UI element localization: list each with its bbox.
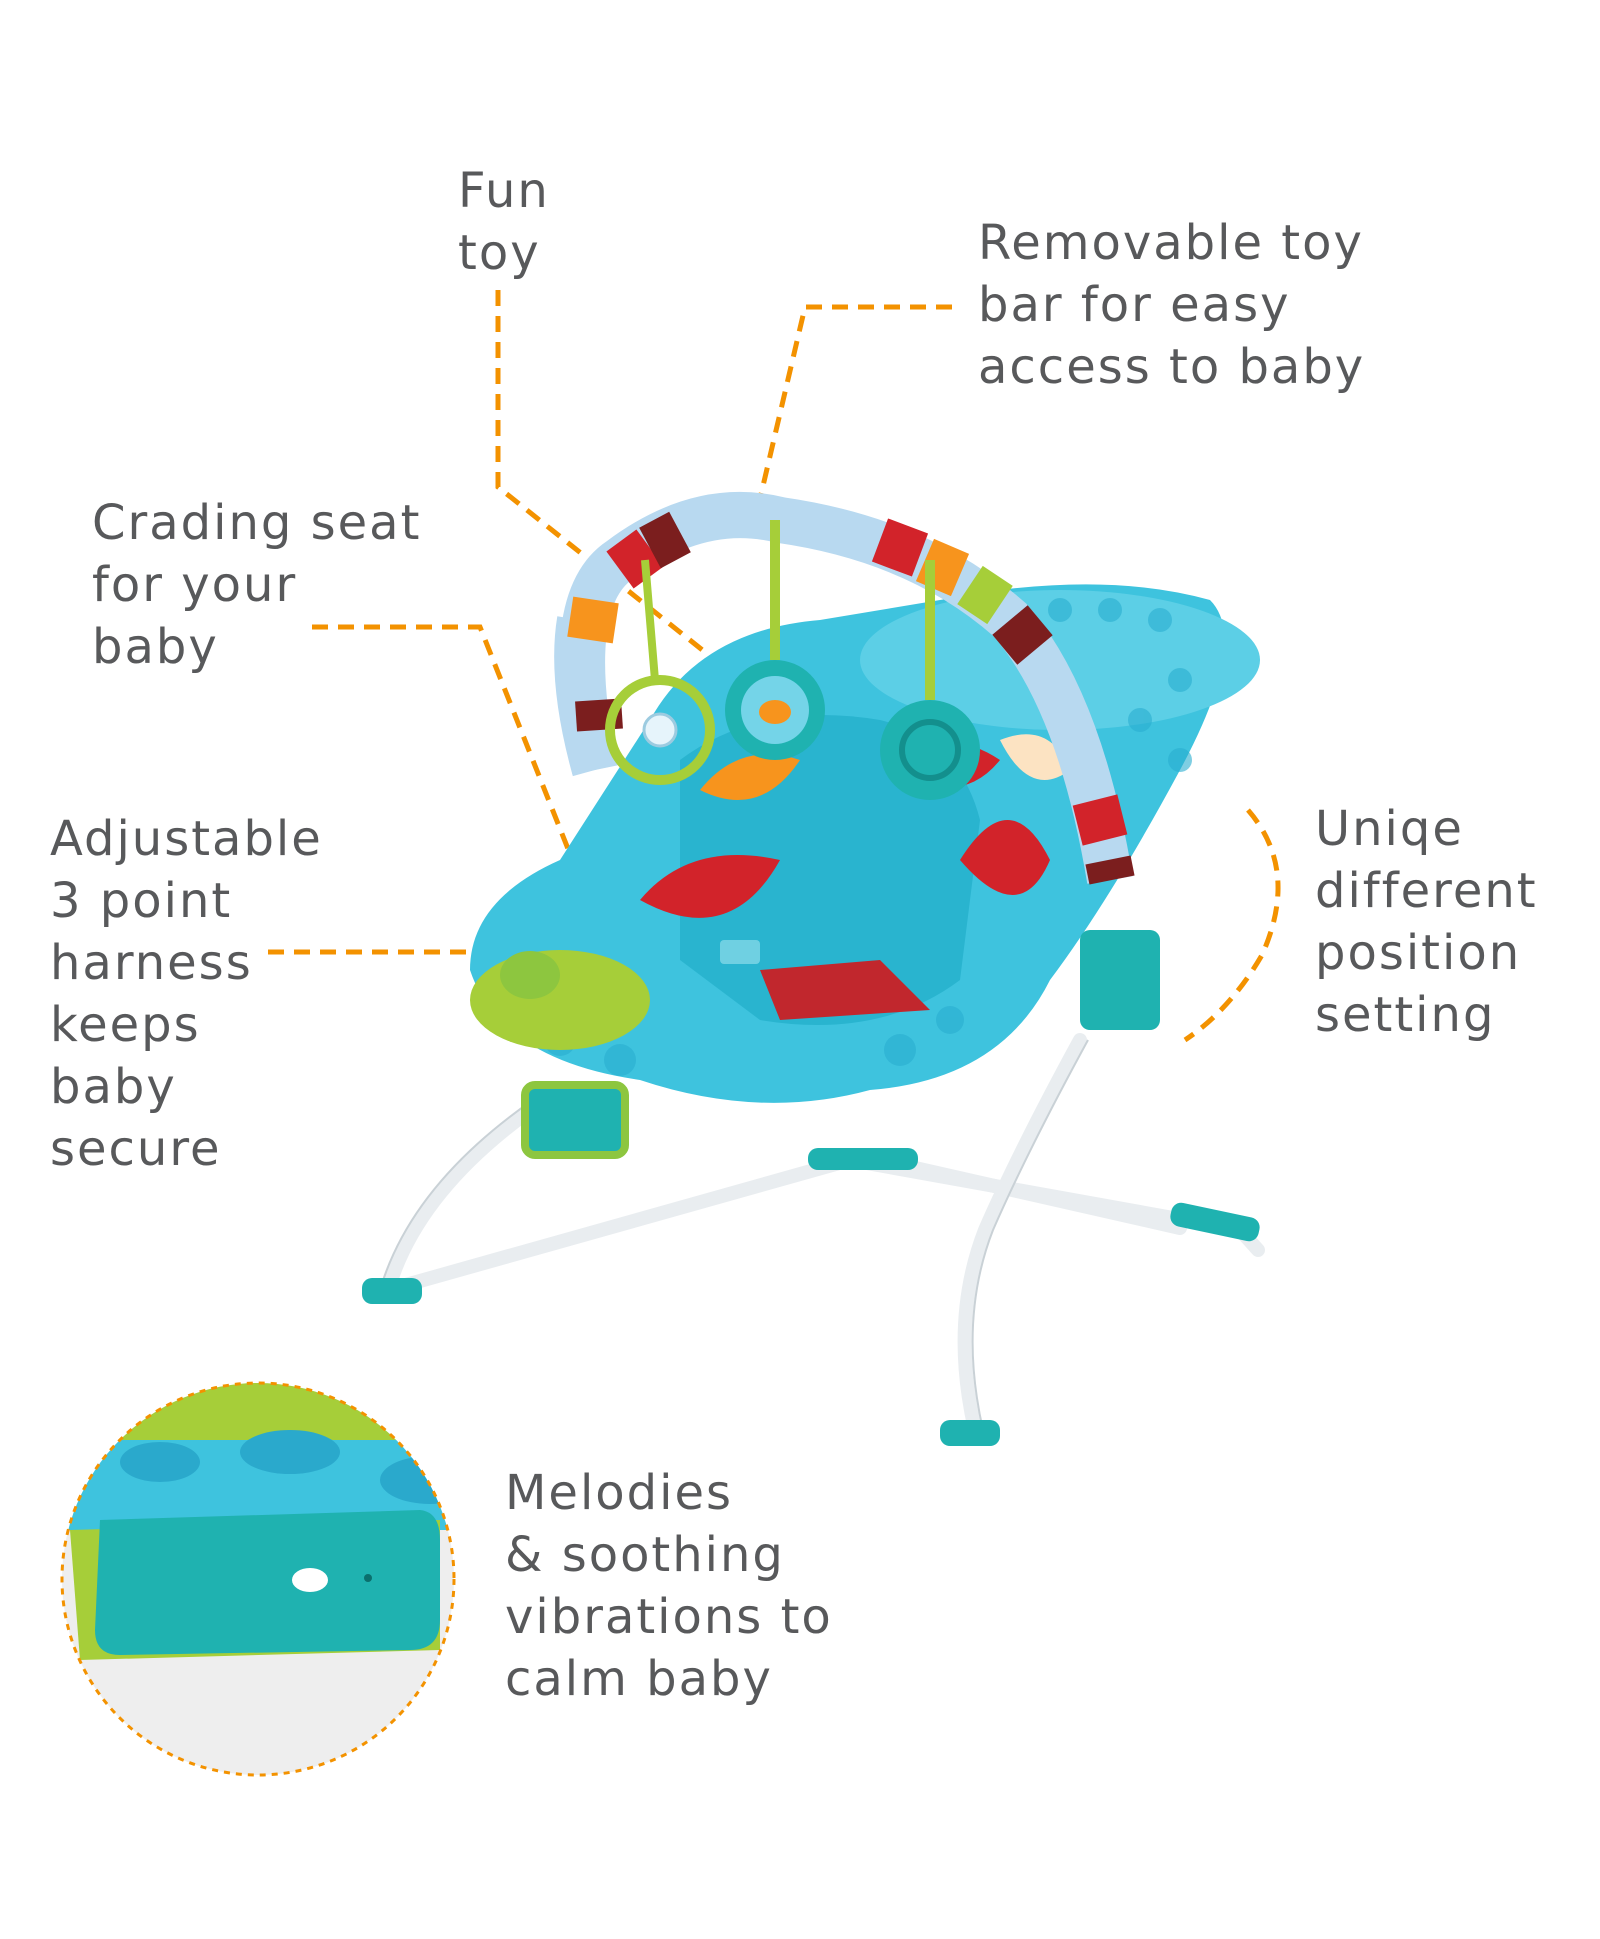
callout-fun-toy-line: Fun [458, 163, 550, 219]
callout-harness-line: baby [50, 1059, 177, 1115]
callout-seat: Crading seat for your baby [92, 492, 421, 678]
callout-seat-line: baby [92, 619, 219, 675]
callout-position-line: Uniqe [1315, 801, 1464, 857]
callout-toy-bar-line: access to baby [978, 339, 1366, 395]
detail-inset [60, 1381, 456, 1777]
callout-melodies-line: vibrations to [505, 1589, 833, 1645]
callout-harness-line: 3 point [50, 873, 233, 929]
callout-harness-line: harness [50, 935, 253, 991]
toy-bar [554, 492, 1135, 885]
callout-melodies-line: Melodies [505, 1465, 733, 1521]
callout-harness: Adjustable 3 point harness keeps baby se… [50, 808, 323, 1180]
leader-line-toy-bar [752, 304, 952, 521]
callout-position: Uniqe different position setting [1315, 798, 1538, 1046]
callout-position-line: different [1315, 863, 1538, 919]
callout-melodies-line: & soothing [505, 1527, 785, 1583]
callout-harness-line: keeps [50, 997, 201, 1053]
leader-line-fun-toy [495, 290, 742, 682]
callout-position-line: position [1315, 925, 1522, 981]
callout-seat-line: for your [92, 557, 298, 613]
callout-toy-bar: Removable toy bar for easy access to bab… [978, 212, 1365, 398]
callout-toy-bar-line: Removable toy [978, 215, 1364, 271]
callout-harness-line: secure [50, 1121, 222, 1177]
callout-fun-toy: Fun toy [458, 160, 550, 284]
callout-fun-toy-line: toy [458, 225, 541, 281]
hanging-toys [605, 520, 980, 800]
callout-melodies: Melodies & soothing vibrations to calm b… [505, 1462, 833, 1710]
callout-melodies-line: calm baby [505, 1651, 773, 1707]
leader-line-position [1183, 808, 1281, 1043]
callout-harness-line: Adjustable [50, 811, 323, 867]
callout-seat-line: Crading seat [92, 495, 422, 551]
bouncer-feet [362, 1148, 1260, 1446]
callout-position-line: setting [1315, 987, 1496, 1043]
callout-toy-bar-line: bar for easy [978, 277, 1291, 333]
